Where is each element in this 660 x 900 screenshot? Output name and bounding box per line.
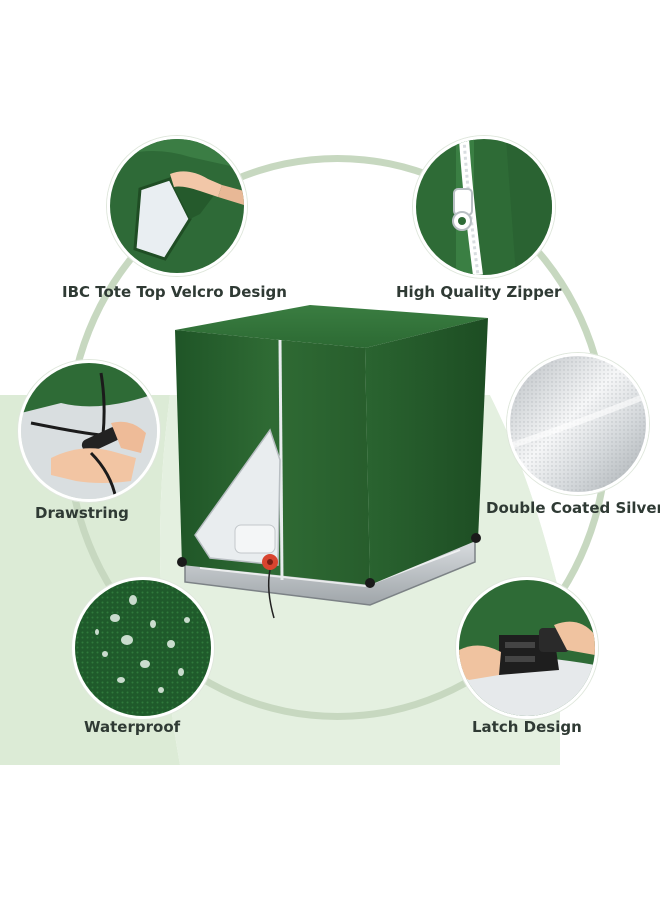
waterproof-label: Waterproof	[84, 718, 181, 736]
drawstring-label: Drawstring	[35, 504, 129, 522]
velcro-photo	[107, 136, 247, 276]
zipper-label: High Quality Zipper	[396, 283, 562, 301]
silver-label: Double Coated Silver	[486, 499, 660, 517]
ibc-tote-cover-product	[170, 300, 495, 630]
latch-label: Latch Design	[472, 718, 582, 736]
drawstring-photo	[18, 360, 160, 502]
waterproof-photo	[72, 577, 214, 719]
latch-photo	[456, 577, 598, 719]
silver-photo	[507, 353, 649, 495]
velcro-label: IBC Tote Top Velcro Design	[62, 283, 287, 301]
zipper-photo	[413, 136, 555, 278]
